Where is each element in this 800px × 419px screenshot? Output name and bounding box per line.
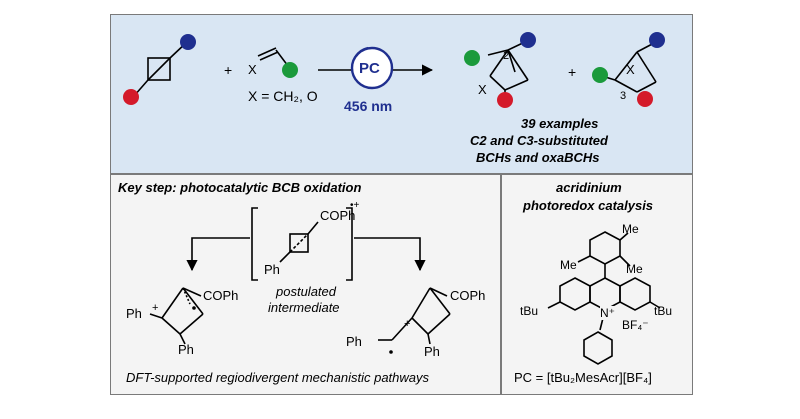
results-line: C2 and C3-substituted <box>470 133 608 148</box>
phenyl-label: Ph <box>178 342 194 357</box>
benzoyl-label: COPh <box>203 288 239 303</box>
results-line: BCHs and oxaBCHs <box>476 150 600 165</box>
catalyst-heading: photoredox catalysis <box>523 198 654 213</box>
product-c2-structure <box>487 40 529 98</box>
cation-charge: + <box>152 302 159 314</box>
c3-cation-structure <box>378 287 451 345</box>
cation-charge: + <box>404 318 411 330</box>
reagent-x-label: X <box>248 62 257 77</box>
nitrogen-cation-label: N⁺ <box>600 306 615 320</box>
plus-sign: + <box>568 64 577 80</box>
pathway-arrow <box>354 237 426 272</box>
methyl-label: Me <box>622 222 639 236</box>
substituent-dot <box>180 34 196 50</box>
tert-butyl-label: tBu <box>654 304 673 318</box>
methyl-label: Me <box>626 262 643 276</box>
position-label: 3 <box>620 90 627 102</box>
photocatalyst-circle <box>350 46 394 90</box>
catalyst-label: PC <box>359 60 380 77</box>
radical-dot <box>192 306 196 310</box>
bicyclobutane-structure <box>133 41 188 97</box>
examples-count: 39 examples <box>521 116 599 131</box>
substituent-dot <box>637 91 653 107</box>
intermediate-structure <box>279 221 319 263</box>
substituent-dot <box>464 50 480 66</box>
x-definition: X = CH₂, O <box>248 88 318 104</box>
radical-dot <box>389 350 393 354</box>
pathway-arrow <box>186 237 250 272</box>
phenyl-label: Ph <box>126 306 142 321</box>
phenyl-label: Ph <box>264 262 280 277</box>
substituent-dot <box>497 92 513 108</box>
phenyl-label: Ph <box>424 344 440 359</box>
radical-cation-charge: •+ <box>350 200 360 211</box>
substituent-dot <box>649 32 665 48</box>
reaction-scheme-panel <box>110 14 693 174</box>
substituent-dot <box>123 89 139 105</box>
methyl-label: Me <box>560 258 577 272</box>
counterion-label: BF₄⁻ <box>622 318 649 332</box>
catalyst-panel <box>501 174 693 395</box>
plus-sign: + <box>224 62 233 78</box>
catalyst-formula: PC = [tBu₂MesAcr][BF₄] <box>514 370 652 385</box>
alkene-reagent <box>257 47 289 67</box>
intermediate-label: intermediate <box>268 300 340 315</box>
c2-cation-structure <box>149 287 204 345</box>
mechanism-caption: DFT-supported regiodivergent mechanistic… <box>126 370 430 385</box>
substituent-dot <box>282 62 298 78</box>
wavelength-label: 456 nm <box>344 98 393 114</box>
position-label: 2 <box>503 50 510 62</box>
substituent-dot <box>520 32 536 48</box>
substituent-dot <box>592 67 608 83</box>
heteroatom-label: X <box>478 82 487 97</box>
catalyst-heading: acridinium <box>556 180 622 195</box>
acridinium-structure <box>547 231 661 365</box>
benzoyl-label: COPh <box>320 208 356 223</box>
key-step-panel <box>110 174 501 395</box>
intermediate-label: postulated <box>276 284 336 299</box>
phenyl-label: Ph <box>346 334 362 349</box>
key-step-heading: Key step: photocatalytic BCB oxidation <box>118 180 362 195</box>
heteroatom-label: X <box>626 62 635 77</box>
cycle-arrow-icon <box>355 46 369 57</box>
benzoyl-label: COPh <box>450 288 486 303</box>
tert-butyl-label: tBu <box>520 304 539 318</box>
radical-cation-brackets <box>251 207 353 281</box>
